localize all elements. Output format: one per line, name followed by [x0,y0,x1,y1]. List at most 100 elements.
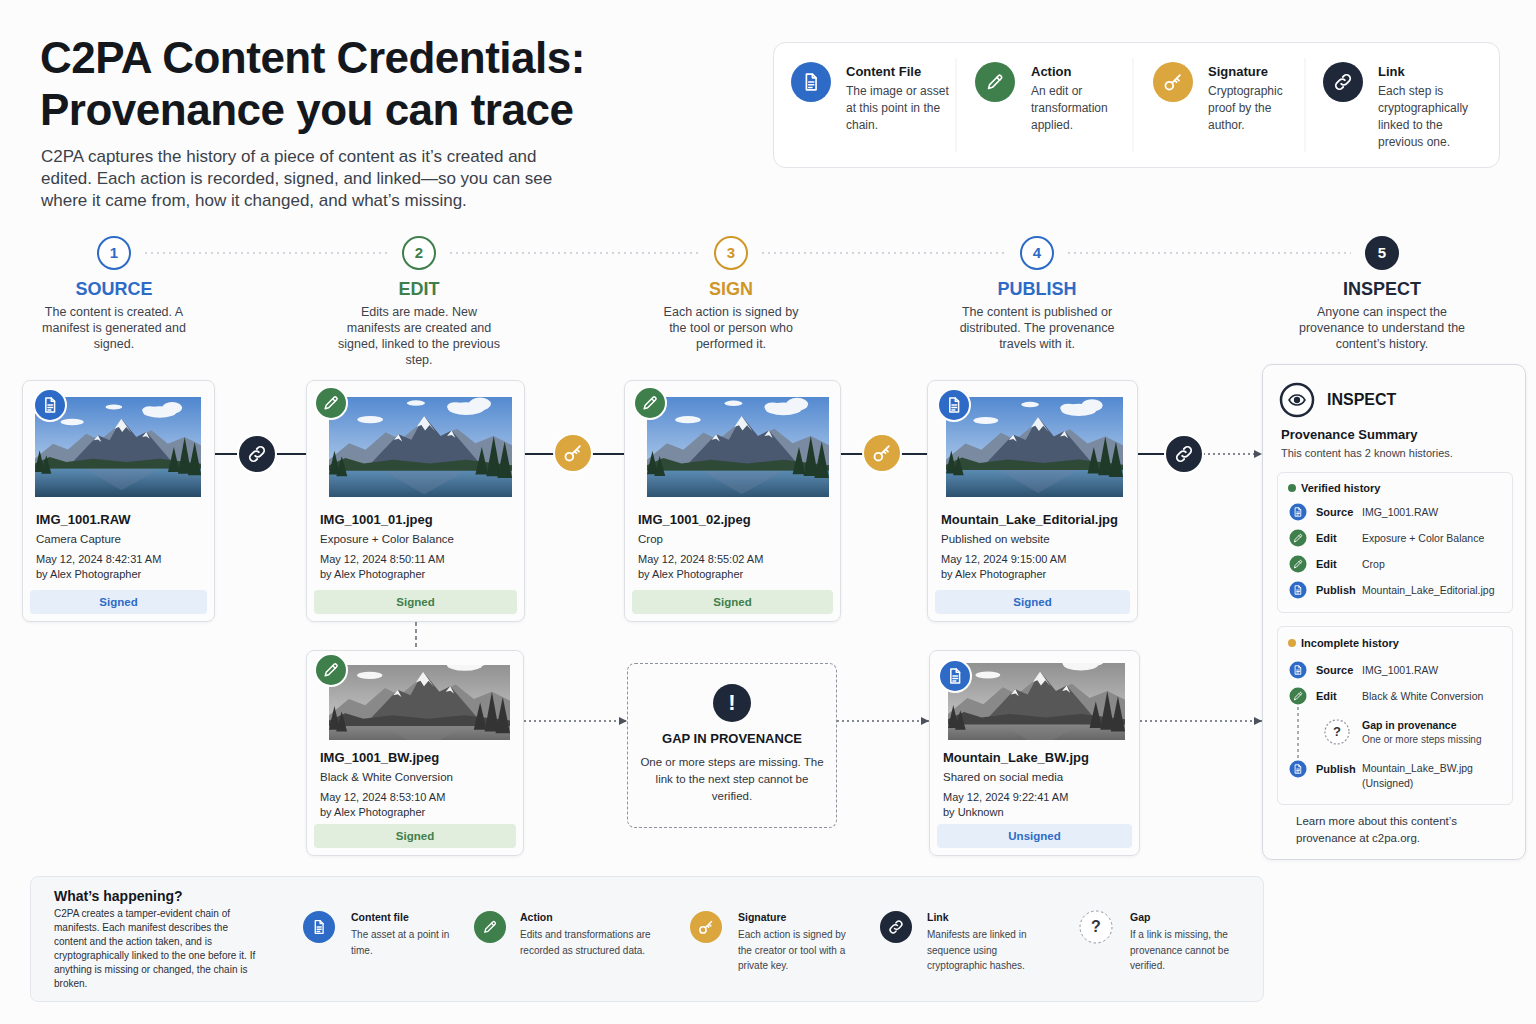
gap-body: One or more steps are missing. The link … [638,754,826,805]
card-text: Mountain_Lake_BW.jpgShared on social med… [937,749,1132,820]
time-stamp: May 12, 2024 9:22:41 AM [943,790,1126,805]
swatch-glyph [485,922,496,933]
action-text: Crop [638,531,827,547]
author-text: by Alex Photographer [320,805,510,820]
swatch-circle [1153,62,1193,102]
time-stamp: May 12, 2024 9:15:00 AM [941,552,1124,567]
gap-title: Gap in provenance [1362,718,1457,732]
file-name: IMG_1001_01.jpeg [320,511,511,529]
step-label: Source [1316,662,1353,678]
legend-note: Each action is signed by the creator or … [738,927,856,974]
connector [762,253,1006,254]
legend-swatch [974,61,1016,103]
file-name: IMG_1001.RAW [36,511,201,529]
alert-mark: ! [713,684,751,722]
step-text: Each action is signed by the tool or per… [660,304,802,352]
step-marker: 1SOURCEThe content is created. A manifes… [97,236,131,270]
step-number: 5 [1367,238,1397,268]
step-label: Publish [1316,761,1356,777]
status-badge: Signed [935,590,1130,614]
step-marker: 5INSPECTAnyone can inspect the provenanc… [1365,236,1399,270]
legend-note: Edits and transformations are recorded a… [520,927,660,958]
connector [1068,253,1351,254]
legend-note: The asset at a point in time. [351,927,451,958]
asset-card: IMG_1001.RAWCamera CaptureMay 12, 2024 8… [22,380,215,622]
connector [524,721,627,722]
swatch-circle [791,62,831,102]
action-text: Shared on social media [943,769,1126,785]
legend-swatch [1152,61,1194,103]
connector-line [1140,720,1262,721]
gap-symbol: ? [1079,910,1113,944]
step-caption: INSPECTAnyone can inspect the provenance… [1297,278,1467,352]
legend-swatch [473,910,507,944]
connector [416,622,417,650]
history-heading: Incomplete history [1301,635,1399,651]
step-caption: PUBLISHThe content is published or distr… [950,278,1124,352]
legend-note: If a link is missing, the provenance can… [1130,927,1248,974]
action-text: Published on website [941,531,1124,547]
author-text: by Unknown [943,805,1126,820]
author-text: by Alex Photographer [320,567,511,582]
history-heading: Verified history [1301,480,1380,496]
legend-text: Content file [351,910,409,925]
status-text: Signed [314,590,517,614]
swatch-circle [880,911,912,943]
connector [1140,721,1262,722]
swatch-glyph [1165,75,1179,89]
gap-box: ! GAP IN PROVENANCE One or more steps are … [627,663,837,828]
status-badge: Signed [632,590,833,614]
step-value: Mountain_Lake_Editorial.jpg [1362,582,1508,598]
step-number: 1 [99,238,129,268]
status-text: Signed [935,590,1130,614]
gap-mark: ? [1325,720,1349,744]
author-text: by Alex Photographer [36,567,201,582]
legend-swatch [879,910,913,944]
connector-line [524,720,627,721]
step-value: Exposure + Color Balance [1362,530,1508,546]
step-title: SIGN [660,278,802,300]
diagram-title: C2PA Content Credentials: Provenance you… [40,32,700,136]
legend-text: Signature [738,910,786,925]
card-text: IMG_1001_01.jpegExposure + Color Balance… [314,511,517,582]
connector-line [1068,252,1351,254]
status-badge: Signed [314,590,517,614]
step-number: 2 [404,238,434,268]
time-stamp: May 12, 2024 8:55:02 AM [638,552,827,567]
history-box: Incomplete historySourceIMG_1001.RAWEdit… [1277,626,1513,805]
connector-line [1203,453,1262,454]
history-box: Verified historySourceIMG_1001.RAWEditEx… [1277,472,1513,613]
asset-card: Mountain_Lake_Editorial.jpgPublished on … [927,380,1138,622]
swatch-glyph [1336,75,1350,89]
file-name: IMG_1001_02.jpeg [638,511,827,529]
step-marker: 2EDITEdits are made. New manifests are c… [402,236,436,270]
step-value: Crop [1362,556,1508,572]
step-label: Publish [1316,582,1356,598]
status-text: Signed [30,590,207,614]
step-title: INSPECT [1297,278,1467,300]
legend-swatch [790,61,832,103]
legend-note: Manifests are linked in sequence using c… [927,927,1049,974]
legend-text: Link [927,910,949,925]
connector-line [837,720,929,721]
step-value: IMG_1001.RAW [1362,504,1508,520]
connector-line [762,252,1006,254]
legend-text: Gap [1130,910,1150,925]
summary-title: Provenance Summary [1281,426,1418,444]
time-stamp: May 12, 2024 8:53:10 AM [320,790,510,805]
step-value: IMG_1001.RAW [1362,662,1508,678]
legend-note: An edit or transformation applied. [1031,83,1129,134]
step-title: SOURCE [39,278,189,300]
action-text: Exposure + Color Balance [320,531,511,547]
legend-swatch [1322,61,1364,103]
connector [450,253,700,254]
summary-text: This content has 2 known histories. [1281,445,1507,461]
step-caption: EDITEdits are made. New manifests are cr… [337,278,501,368]
legend-note: Each step is cryptographically linked to… [1378,83,1488,151]
swatch-circle [303,911,335,943]
step-number: 4 [1022,238,1052,268]
asset-card: IMG_1001_02.jpegCropMay 12, 2024 8:55:02… [624,380,841,622]
panel-heading: What’s happening? [54,886,183,906]
status-badge: Signed [30,590,207,614]
gap-heading: GAP IN PROVENANCE [628,730,836,748]
